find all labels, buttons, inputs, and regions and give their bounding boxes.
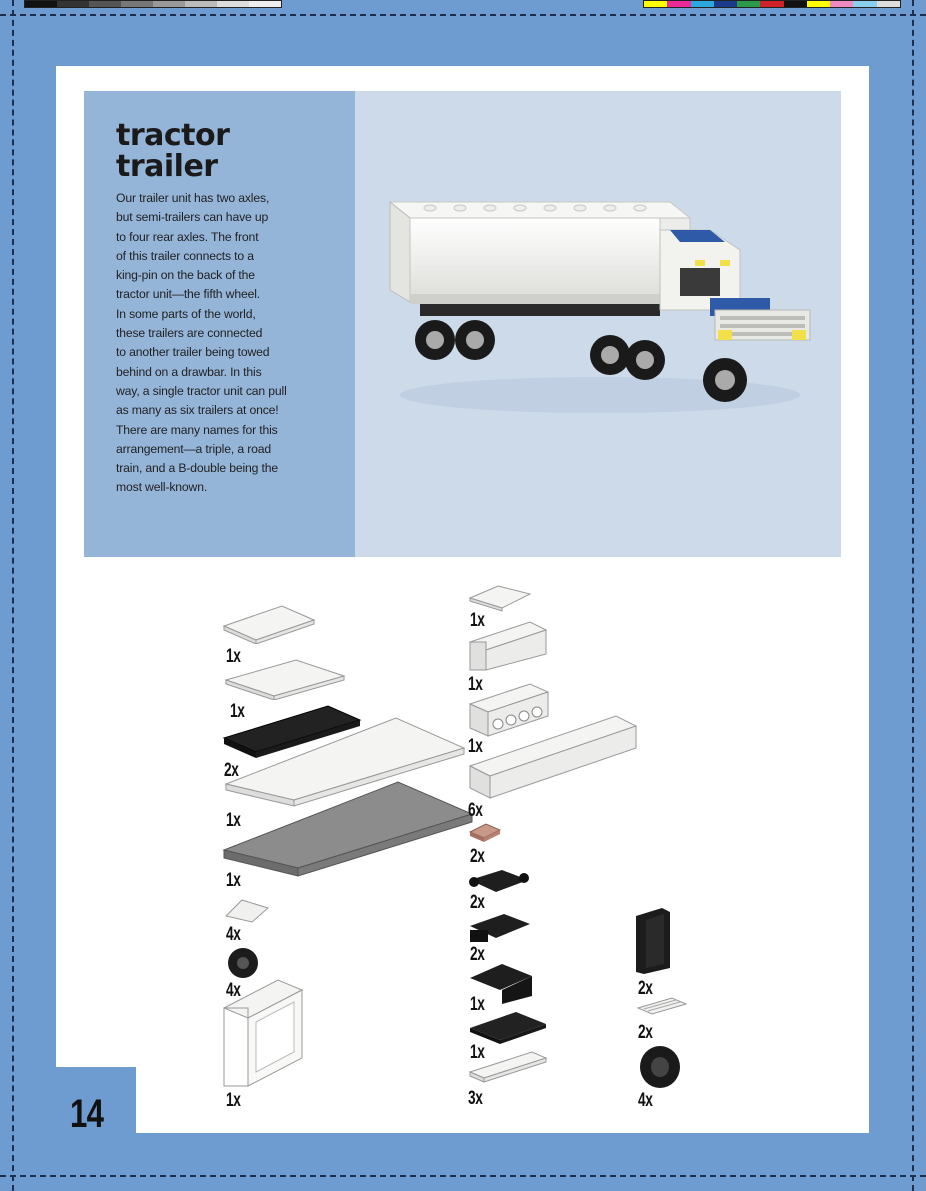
body-line: behind on a drawbar. In this <box>116 364 262 379</box>
crop-line-top <box>0 14 926 16</box>
quantity-label: 1x <box>468 674 483 695</box>
tile-2x2-white-part <box>468 585 532 612</box>
quantity-label: 4x <box>226 924 241 945</box>
slope-brick-white-part <box>225 899 270 923</box>
quantity-label: 2x <box>470 944 485 965</box>
quantity-label: 1x <box>226 810 241 831</box>
body-line: as many as six trailers at once! <box>116 403 279 418</box>
quantity-label: 2x <box>470 846 485 867</box>
crop-line-right <box>912 0 914 1191</box>
wheel-hub-black-part <box>228 948 258 978</box>
quantity-label: 2x <box>470 892 485 913</box>
quantity-label: 6x <box>468 800 483 821</box>
plate-wheel-holder-black-part <box>470 914 530 942</box>
tile-grille-white-part <box>636 997 688 1015</box>
body-line: arrangement—a triple, a road <box>116 441 271 456</box>
body-line: to four rear axles. The front <box>116 229 259 244</box>
body-line: In some parts of the world, <box>116 306 256 321</box>
plate-2x8-black-part <box>222 705 362 758</box>
body-line: There are many names for this <box>116 422 278 437</box>
quantity-label: 1x <box>470 994 485 1015</box>
registration-bar-grayscale <box>24 0 282 8</box>
brick-1x4-white-part <box>468 621 548 671</box>
plate-clip-black-part <box>469 870 529 892</box>
quantity-label: 2x <box>638 1022 653 1043</box>
plate-2x4-white-part <box>222 605 316 644</box>
truck-model-photo <box>388 200 811 413</box>
plate-2x4-black-part <box>470 1012 546 1044</box>
body-line: way, a single tractor unit can pull <box>116 383 287 398</box>
body-line: Our trailer unit has two axles, <box>116 191 270 205</box>
plate-4x6-white-part <box>224 659 346 700</box>
quantity-label: 2x <box>638 978 653 999</box>
body-line: to another trailer being towed <box>116 345 270 360</box>
body-line: these trailers are connected <box>116 326 263 341</box>
body-line: of this trailer connects to a <box>116 248 254 263</box>
crop-line-bottom <box>0 1175 926 1177</box>
quantity-label: 1x <box>230 701 245 722</box>
plate-6x12-gray-part <box>222 781 474 877</box>
tire-black-part <box>640 1046 680 1088</box>
body-line: but semi-trailers can have up <box>116 210 269 225</box>
quantity-label: 2x <box>224 760 239 781</box>
page-number-tab <box>56 1067 136 1147</box>
registration-bar-color <box>643 0 901 8</box>
quantity-label: 1x <box>226 870 241 891</box>
title-line: tractor <box>116 118 230 153</box>
quantity-label: 4x <box>638 1090 653 1111</box>
technic-brick-1x4-white-part <box>468 683 550 737</box>
quantity-label: 1x <box>468 736 483 757</box>
quantity-label: 4x <box>226 980 241 1001</box>
page-title: tractor trailer <box>116 118 230 184</box>
title-line: trailer <box>116 149 218 184</box>
quantity-label: 1x <box>226 646 241 667</box>
quantity-label: 1x <box>226 1090 241 1111</box>
text-panel <box>84 91 355 557</box>
body-line: tractor unit—the fifth wheel. <box>116 287 261 302</box>
plate-hinge-black-part <box>470 964 532 1004</box>
tile-1x1-tan-part <box>468 823 502 842</box>
window-frame-white-part <box>222 979 304 1087</box>
body-line: train, and a B-double being the <box>116 461 279 476</box>
crop-line-left <box>12 0 14 1191</box>
door-black-part <box>636 908 670 974</box>
body-text: Our trailer unit has two axles, but semi… <box>116 189 336 498</box>
quantity-label: 3x <box>468 1088 483 1109</box>
plate-1x4-white-part <box>468 1051 548 1083</box>
body-line: most well-known. <box>116 480 208 495</box>
quantity-label: 1x <box>470 610 485 631</box>
body-line: king-pin on the back of the <box>116 268 255 283</box>
quantity-label: 1x <box>470 1042 485 1063</box>
brick-1x10-white-part <box>468 715 638 799</box>
page-number: 14 <box>70 1092 104 1136</box>
plate-6x10-white-part <box>224 717 466 807</box>
